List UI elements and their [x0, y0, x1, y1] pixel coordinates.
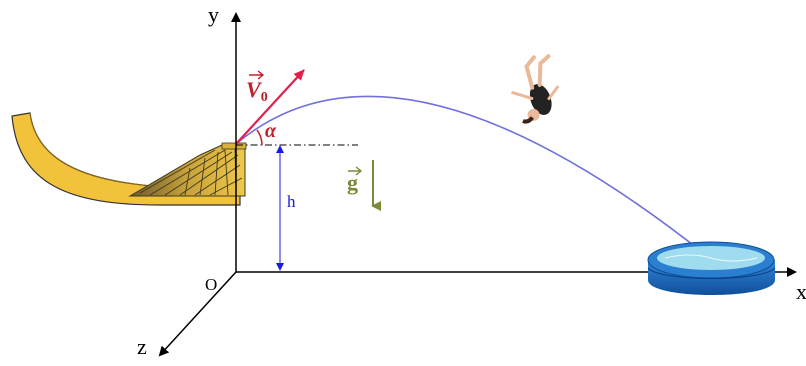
jumper-illustration — [511, 54, 559, 124]
trajectory-curve — [235, 95, 723, 269]
height-label: h — [287, 192, 296, 211]
velocity-overarrow — [249, 70, 265, 80]
z-axis-label: z — [137, 334, 147, 359]
angle-arc — [256, 129, 263, 146]
velocity-vector-arrow — [235, 69, 305, 145]
y-axis-label: y — [208, 2, 219, 27]
height-top-arrowhead — [276, 145, 284, 153]
angle-label: α — [265, 120, 277, 142]
height-bottom-arrowhead — [276, 263, 284, 271]
x-axis-label: x — [796, 279, 806, 304]
z-axis — [158, 271, 237, 357]
pool-illustration — [647, 241, 776, 295]
velocity-label: V0 — [246, 77, 268, 105]
gravity-label: g — [347, 170, 358, 195]
gravity-overarrow — [348, 166, 363, 176]
tower-illustration — [128, 142, 247, 197]
origin-label: O — [205, 275, 217, 294]
